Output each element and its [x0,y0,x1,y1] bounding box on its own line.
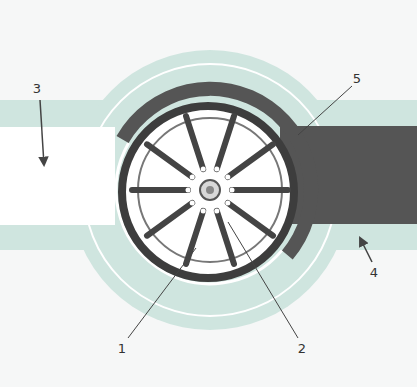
callout-number: 4 [370,266,378,279]
callout-number: 3 [33,82,41,95]
leader-line [128,248,196,338]
leader-line [298,86,352,135]
callout-number: 5 [353,72,361,85]
shaft [206,186,214,194]
flow-arrow-in [40,100,44,165]
callout-number: 2 [298,342,306,355]
leader-line [228,222,298,338]
cam-ring [122,106,294,278]
inlet-channel [0,127,120,225]
callout-number: 1 [118,342,126,355]
vanes [132,116,288,264]
inlet-channel-mouth [0,127,115,225]
flow-arrow-out [360,238,372,262]
vane-slot-ends [186,167,235,214]
shaft-hub [200,180,220,200]
